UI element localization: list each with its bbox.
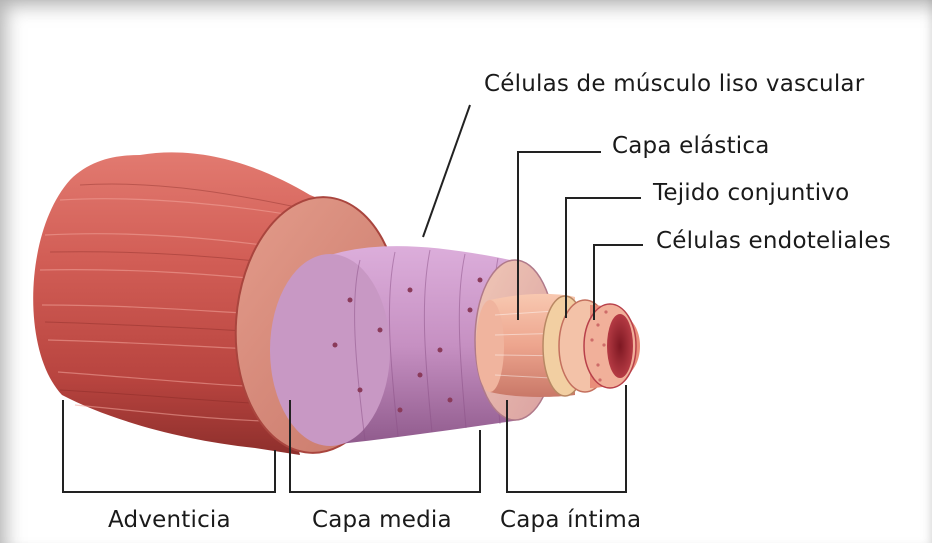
intima-layer [476, 294, 640, 397]
label-tunica-media: Capa media [312, 507, 452, 533]
label-tunica-intima: Capa íntima [500, 507, 641, 533]
leader-smooth-muscle [423, 105, 470, 237]
label-connective-tissue: Tejido conjuntivo [653, 180, 849, 206]
label-smooth-muscle: Células de músculo liso vascular [484, 71, 864, 97]
leader-connective-tissue [566, 198, 641, 318]
label-elastic-layer: Capa elástica [612, 133, 770, 159]
label-endothelial-cells: Células endoteliales [656, 228, 891, 254]
label-adventitia: Adventicia [108, 507, 231, 533]
